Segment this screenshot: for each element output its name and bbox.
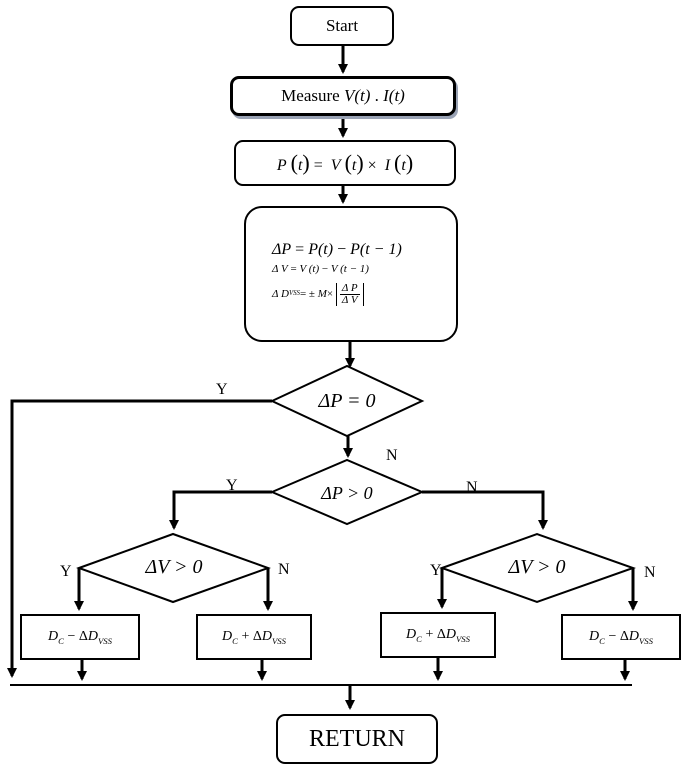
output-2-formula: DC + ΔDVSS (222, 628, 286, 646)
output-dc-minus-1: DC − ΔDVSS (20, 614, 140, 660)
decision1-label: ΔP = 0 (318, 389, 376, 412)
label-n-decision4: N (644, 564, 656, 581)
output-dc-plus-1: DC + ΔDVSS (196, 614, 312, 660)
calc-line-delta-p: ΔP = P(t) − P(t − 1) (272, 241, 402, 258)
measure-label: Measure V(t) . I(t) (281, 86, 405, 105)
measure-node: Measure V(t) . I(t) (230, 76, 456, 116)
output-1-formula: DC − ΔDVSS (48, 628, 112, 646)
start-node: Start (290, 6, 394, 46)
label-y-decision1: Y (216, 381, 228, 398)
decision2-label: ΔP > 0 (321, 482, 373, 503)
output-dc-minus-2: DC − ΔDVSS (561, 614, 681, 660)
decision4-label: ΔV > 0 (508, 555, 566, 578)
label-n-decision2: N (466, 479, 478, 496)
label-y-decision4: Y (430, 562, 442, 579)
calc-node: ΔP = P(t) − P(t − 1) Δ V = V (t) − V (t … (244, 206, 458, 342)
decision1-diamond (269, 364, 425, 438)
branch-decision1-yes (7, 399, 272, 678)
decision2-diamond (269, 458, 425, 526)
start-label: Start (325, 16, 359, 35)
label-y-decision3: Y (60, 563, 72, 580)
calc-line-delta-v: Δ V = V (t) − V (t − 1) (272, 263, 369, 275)
power-node: P (t) = V (t) × I (t) (234, 140, 456, 186)
return-node: RETURN (276, 714, 438, 764)
decision3-label: ΔV > 0 (145, 555, 203, 578)
output-4-formula: DC − ΔDVSS (589, 628, 653, 646)
return-label: RETURN (309, 725, 405, 752)
branch-decision2-no (422, 490, 548, 530)
decision3-diamond (76, 532, 271, 604)
label-y-decision2: Y (226, 477, 238, 494)
output-3-formula: DC + ΔDVSS (406, 626, 470, 644)
power-formula: P (t) = V (t) × I (t) (276, 150, 414, 175)
decision4-diamond (439, 532, 636, 604)
label-n-decision1: N (386, 447, 398, 464)
branch-decision2-yes (169, 490, 272, 530)
output-dc-plus-2: DC + ΔDVSS (380, 612, 496, 658)
label-n-decision3: N (278, 561, 290, 578)
